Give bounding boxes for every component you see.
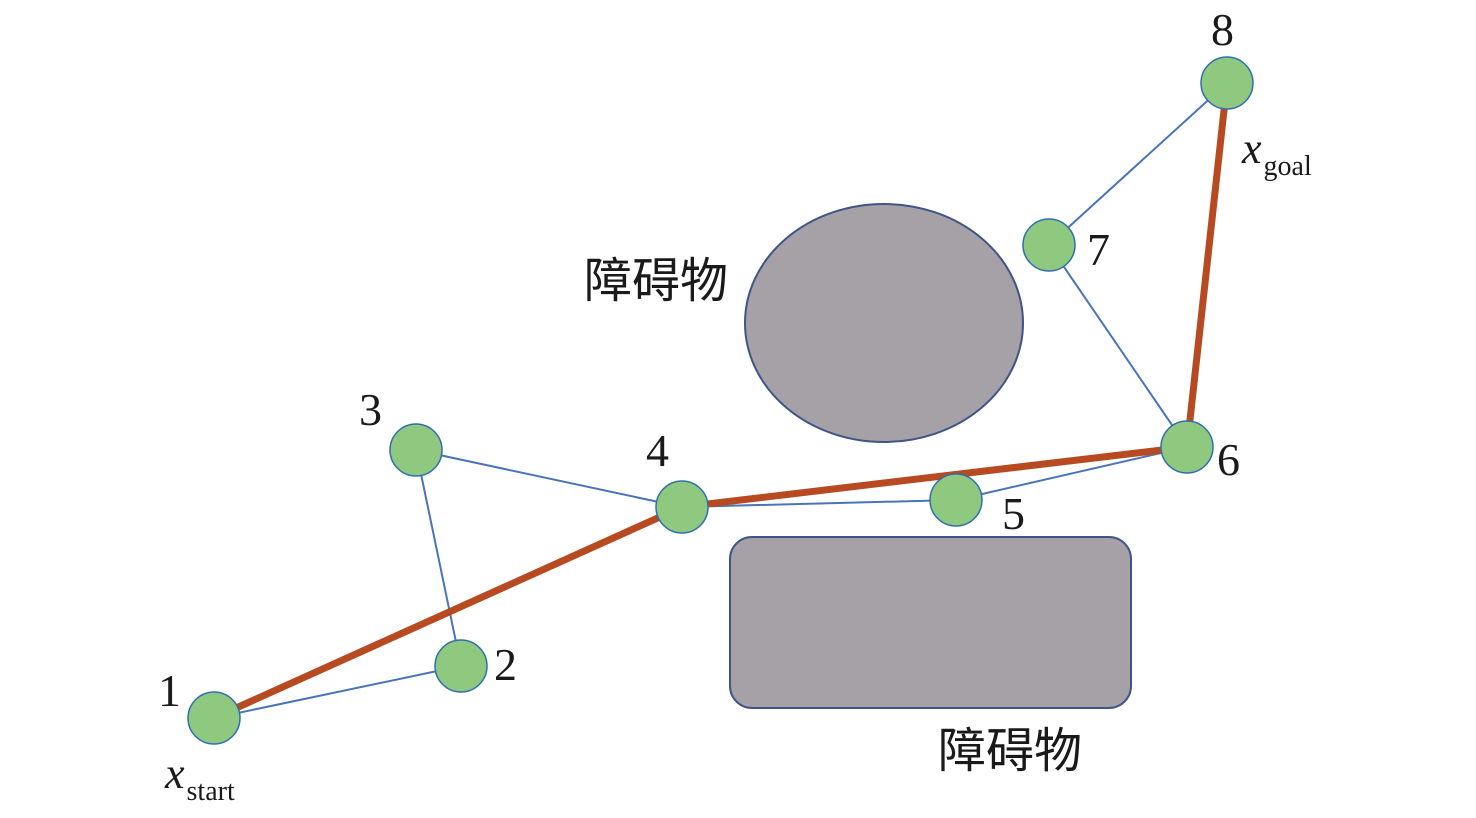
- obstacle-label-bottom: 障碍物: [938, 723, 1082, 779]
- node-6: [1160, 420, 1214, 474]
- node-1: [187, 691, 241, 745]
- node-label-3: 3: [359, 384, 382, 435]
- node-4: [655, 480, 709, 534]
- start-label-var: x: [164, 749, 185, 798]
- path-edge-6-8: [1183, 79, 1231, 451]
- graph-edge-6-7: [1048, 244, 1188, 448]
- path-edge-4-6: [678, 443, 1191, 511]
- node-2: [434, 639, 488, 693]
- start-label-sub: start: [187, 776, 235, 807]
- graph-edge-4-5: [681, 499, 957, 508]
- obstacle-label-top: 障碍物: [584, 253, 728, 309]
- graph-edge-7-8: [1048, 82, 1228, 246]
- goal-label-var: x: [1241, 124, 1262, 173]
- graph-edge-3-4: [415, 449, 683, 508]
- graph-nodes: [187, 56, 1254, 745]
- path-edge-1-4: [210, 503, 686, 722]
- obstacle-ellipse: [744, 203, 1024, 443]
- obstacle-rounded-rect: [729, 536, 1132, 709]
- goal-label-sub: goal: [1264, 151, 1312, 182]
- graph-edge-1-2: [213, 665, 462, 719]
- node-7: [1022, 218, 1076, 272]
- node-3: [389, 423, 443, 477]
- node-label-6: 6: [1217, 434, 1240, 485]
- start-label: xstart: [164, 749, 235, 807]
- node-label-2: 2: [494, 639, 517, 690]
- graph-edge-2-3: [415, 449, 462, 667]
- node-label-5: 5: [1002, 488, 1025, 539]
- goal-label: xgoal: [1241, 124, 1312, 182]
- node-5: [929, 473, 983, 527]
- node-label-7: 7: [1087, 224, 1110, 275]
- node-label-4: 4: [646, 425, 669, 476]
- path-edges: [210, 79, 1231, 722]
- node-label-8: 8: [1211, 4, 1234, 55]
- graph-edges: [213, 82, 1228, 719]
- node-8: [1200, 56, 1254, 110]
- graph-edge-5-6: [955, 446, 1188, 501]
- node-label-1: 1: [158, 665, 181, 716]
